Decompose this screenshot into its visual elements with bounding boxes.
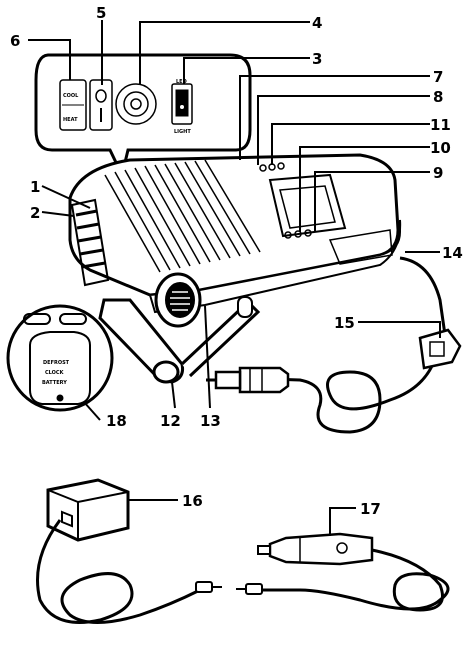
- inset-cool-label: COOL: [63, 93, 79, 99]
- inset-light-label: LIGHT: [174, 129, 191, 135]
- leader-lines: [28, 20, 441, 536]
- car-adapter-cord: [236, 532, 450, 612]
- callout-15: 15: [334, 314, 355, 332]
- callout-18: 18: [106, 412, 127, 430]
- callout-7: 7: [433, 68, 443, 86]
- callout-2: 2: [30, 204, 40, 222]
- battery-cover-inset: [6, 304, 114, 412]
- callout-12: 12: [160, 412, 181, 430]
- callout-4: 4: [312, 14, 322, 32]
- mounting-stand: [98, 296, 261, 384]
- callout-3: 3: [312, 50, 322, 68]
- callout-17: 17: [360, 500, 381, 518]
- inset-led-label: LED: [176, 79, 187, 85]
- callout-6: 6: [10, 32, 20, 50]
- inset-heat-label: HEAT: [63, 117, 78, 123]
- ac-adapter: [36, 478, 222, 624]
- battery-label: BATTERY: [42, 380, 67, 386]
- callout-11: 11: [430, 116, 451, 134]
- callout-9: 9: [433, 164, 443, 182]
- callout-1: 1: [30, 178, 40, 196]
- callout-8: 8: [433, 88, 443, 106]
- callout-10: 10: [430, 139, 451, 157]
- battery-clock-label: CLOCK: [45, 370, 65, 376]
- callout-14: 14: [442, 244, 463, 262]
- battery-defrost-label: DEFROST: [43, 360, 70, 366]
- cigarette-lighter-cord: [206, 256, 462, 434]
- callout-16: 16: [182, 492, 203, 510]
- callout-5: 5: [96, 4, 106, 22]
- callout-13: 13: [200, 412, 221, 430]
